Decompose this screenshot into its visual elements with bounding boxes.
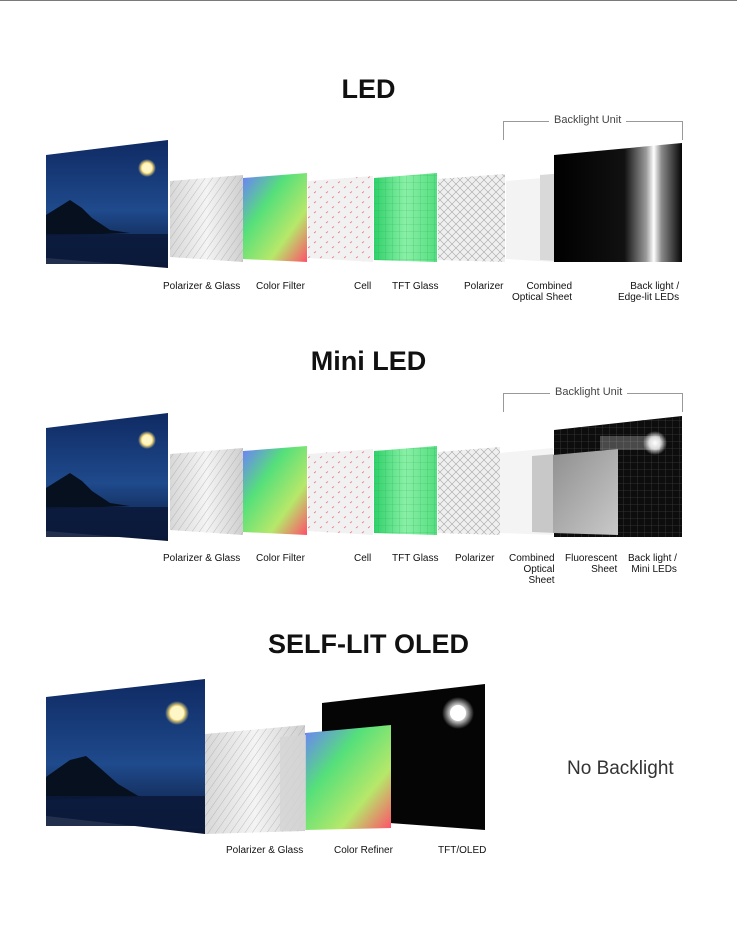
led-label-optical-sheet: Combined Optical Sheet (512, 281, 573, 303)
led-polarizer-glass-layer (170, 175, 243, 262)
mini-led-label-polarizer-glass: Polarizer & Glass (163, 553, 241, 564)
mini-led-optical-sheet-layer (500, 448, 556, 535)
led-tft-glass-layer (374, 173, 437, 262)
mini-led-fluorescent-sheet-layer (553, 449, 618, 535)
led-label-polarizer: Polarizer (464, 281, 504, 292)
mini-led-label-fluorescent-sheet: Fluorescent Sheet (565, 553, 618, 575)
oled-label-color-refiner: Color Refiner (334, 845, 393, 856)
led-label-tft-glass: TFT Glass (392, 281, 439, 292)
mini-led-label-tft-glass: TFT Glass (392, 553, 439, 564)
top-divider (0, 0, 737, 1)
led-label-polarizer-glass: Polarizer & Glass (163, 281, 241, 292)
led-label-color-filter: Color Filter (256, 281, 305, 292)
led-title: LED (341, 74, 396, 104)
mini-led-tft-glass-layer (374, 446, 437, 535)
oled-screen-panel (46, 679, 205, 834)
mini-led-label-polarizer: Polarizer (455, 553, 495, 564)
mini-led-label-optical-sheet: Combined Optical Sheet (509, 553, 555, 586)
led-label-cell: Cell (354, 281, 372, 292)
oled-title: SELF-LIT OLED (268, 629, 469, 659)
led-color-filter-layer (243, 173, 307, 262)
oled-color-refiner-layer (280, 725, 391, 831)
led-edge-lit-backlight (554, 143, 682, 262)
led-label-backlight: Back light / Edge-lit LEDs (618, 281, 680, 303)
oled-label-tft-oled: TFT/OLED (438, 845, 487, 856)
mini-led-label-cell: Cell (354, 553, 372, 564)
mini-led-color-filter-layer (243, 446, 307, 535)
mini-led-title: Mini LED (310, 346, 427, 376)
mini-led-label-color-filter: Color Filter (256, 553, 305, 564)
mini-led-label-backlight: Back light / Mini LEDs (628, 553, 677, 575)
mini-led-polarizer-layer (438, 447, 500, 535)
mini-led-polarizer-glass-layer (170, 448, 243, 535)
led-backlight-unit-label: Backlight Unit (549, 114, 627, 126)
oled-label-polarizer-glass: Polarizer & Glass (226, 845, 304, 856)
led-screen-panel (46, 140, 168, 268)
led-cell-layer (308, 176, 373, 262)
mini-led-backlight-unit-label: Backlight Unit (550, 386, 628, 398)
led-polarizer-layer (438, 174, 505, 262)
no-backlight-note: No Backlight (567, 758, 674, 779)
mini-led-screen-panel (46, 413, 168, 541)
mini-led-cell-layer (308, 449, 373, 535)
